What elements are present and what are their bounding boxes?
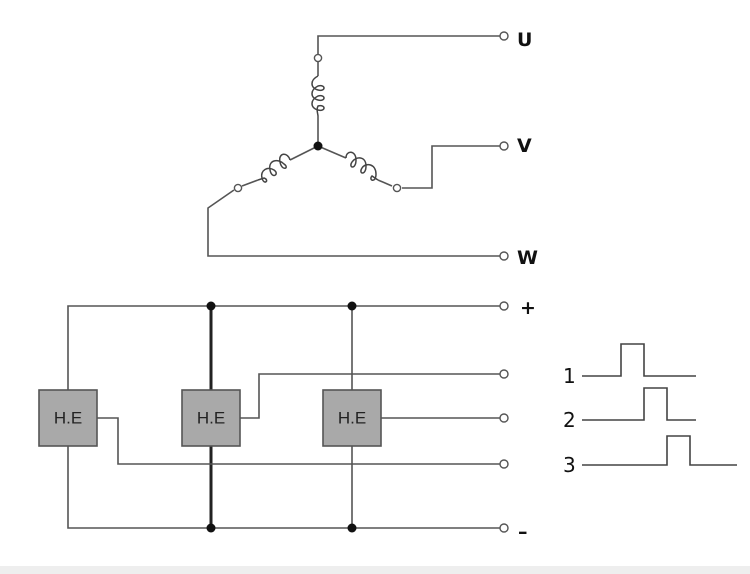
- motor-winding: [207, 35, 500, 257]
- hall-sensor-1-label: H.E: [54, 409, 82, 428]
- hall-sensor-2-label: H.E: [197, 409, 225, 428]
- wire-v: [402, 145, 500, 189]
- winding-end-w: [233, 183, 243, 193]
- winding-end-v: [392, 183, 402, 193]
- signal-1-label: 1: [563, 364, 576, 388]
- wire-v-center: [317, 145, 347, 159]
- terminal-v-label: V: [517, 135, 532, 157]
- signal-1-pulse: [582, 343, 696, 377]
- pulse-waveforms: 1 2 3: [563, 343, 737, 477]
- star-point-node: [313, 141, 323, 151]
- terminal-output-1: [499, 369, 509, 379]
- bottom-divider: [0, 566, 750, 574]
- terminal-u-label: U: [517, 29, 532, 51]
- terminal-w: [499, 251, 509, 261]
- signal-2-pulse: [582, 387, 696, 421]
- hall-sensor-3-label: H.E: [338, 409, 366, 428]
- hall-sensor-3: H.E: [322, 389, 382, 447]
- terminal-positive-label: +: [520, 297, 536, 319]
- positive-rail: [67, 305, 500, 390]
- terminal-v: [499, 141, 509, 151]
- hall-sensor-2: H.E: [181, 389, 241, 447]
- wire-w-lead: [241, 179, 259, 187]
- winding-end-u: [313, 53, 323, 63]
- hall-sensor-circuit: H.E H.E H.E: [38, 301, 500, 533]
- terminal-w-label: W: [517, 247, 538, 269]
- wire-w-center: [289, 145, 319, 161]
- node-positive-sensor-3: [347, 301, 357, 311]
- coil-u: [311, 75, 325, 117]
- output-3-wire: [97, 417, 500, 465]
- negative-rail: [67, 446, 500, 529]
- wire-v-lead: [377, 179, 393, 187]
- terminal-output-2: [499, 413, 509, 423]
- terminal-u: [499, 31, 509, 41]
- wire-u: [317, 35, 500, 56]
- node-negative-sensor-2: [206, 523, 216, 533]
- hall-sensor-1: H.E: [38, 389, 98, 447]
- terminal-output-3: [499, 459, 509, 469]
- terminal-negative-label: –: [518, 521, 528, 543]
- node-positive-sensor-2: [206, 301, 216, 311]
- terminal-negative: [499, 523, 509, 533]
- signal-3-label: 3: [563, 453, 576, 477]
- output-1-wire: [240, 373, 500, 419]
- wire-w: [207, 189, 500, 257]
- signal-2-label: 2: [563, 408, 576, 432]
- coil-v: [345, 151, 379, 181]
- terminal-positive: [499, 301, 509, 311]
- node-negative-sensor-3: [347, 523, 357, 533]
- signal-3-pulse: [582, 435, 737, 466]
- coil-w: [257, 153, 291, 183]
